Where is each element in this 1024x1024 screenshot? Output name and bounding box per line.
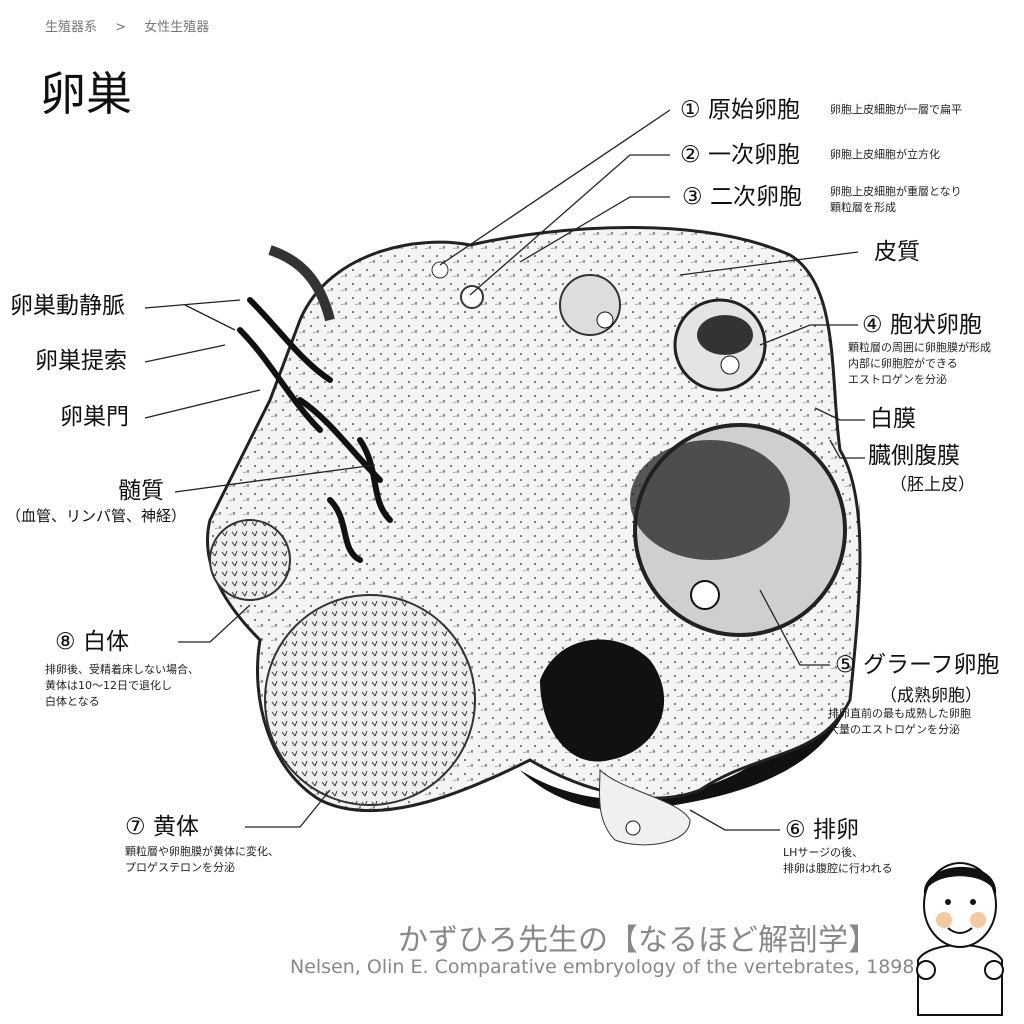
desc-secondary: 卵胞上皮細胞が重層となり顆粒層を形成 xyxy=(830,185,962,214)
label-hilum: 卵巣門 xyxy=(60,404,129,430)
label-primary: ② 一次卵胞 xyxy=(680,142,800,168)
label-graafian: ⑤ グラーフ卵胞 xyxy=(835,652,1000,678)
label-vesicular: ④ 胞状卵胞 xyxy=(862,312,982,338)
sub-graafian: （成熟卵胞） xyxy=(880,686,982,706)
label-medulla: 髄質 xyxy=(118,478,164,504)
breadcrumb-parent[interactable]: 生殖器系 xyxy=(45,20,98,35)
breadcrumb: 生殖器系 > 女性生殖器 xyxy=(45,16,223,35)
citation: Nelsen, Olin E. Comparative embryology o… xyxy=(290,956,915,978)
label-primordial: ① 原始卵胞 xyxy=(680,97,800,123)
label-cortex: 皮質 xyxy=(874,239,920,265)
desc-albicans: 排卵後、受精着床しない場合、黄体は10〜12日で退化し白体となる xyxy=(45,663,199,708)
sub-medulla: （血管、リンパ管、神経） xyxy=(6,507,187,525)
follicles xyxy=(209,261,847,846)
desc-graafian: 排卵直前の最も成熟した卵胞大量のエストロゲンを分泌 xyxy=(828,707,971,736)
brand-title: かずひろ先生の【なるほど解剖学】 xyxy=(398,923,878,958)
desc-luteum: 顆粒層や卵胞膜が黄体に変化、プロゲステロンを分泌 xyxy=(125,845,279,874)
label-visceral-peritoneum: 臓側腹膜 xyxy=(868,443,960,469)
breadcrumb-separator: > xyxy=(115,20,127,35)
label-secondary: ③ 二次卵胞 xyxy=(682,184,802,210)
desc-primary: 卵胞上皮細胞が立方化 xyxy=(830,148,940,161)
desc-vesicular: 顆粒層の周囲に卵胞膜が形成内部に卵胞腔ができるエストロゲンを分泌 xyxy=(848,341,991,386)
page-title: 卵巣 xyxy=(40,67,132,121)
label-suspensory-ligament: 卵巣提索 xyxy=(35,348,127,374)
breadcrumb-current[interactable]: 女性生殖器 xyxy=(144,20,210,35)
hilum-vessels xyxy=(237,297,393,563)
label-tunica-albuginea: 白膜 xyxy=(870,406,916,432)
sub-germinal-epithelium: （胚上皮） xyxy=(890,475,975,495)
doctor-avatar xyxy=(916,862,1004,1016)
label-albicans: ⑧ 白体 xyxy=(55,629,129,655)
label-ovarian-vessels: 卵巣動静脈 xyxy=(10,293,125,319)
label-luteum: ⑦ 黄体 xyxy=(125,814,199,840)
leader-lines xyxy=(144,109,865,831)
label-ovulation: ⑥ 排卵 xyxy=(785,817,859,843)
desc-primordial: 卵胞上皮細胞が一層で扁平 xyxy=(830,103,962,116)
desc-ovulation: LHサージの後、排卵は腹腔に行われる xyxy=(783,846,893,875)
